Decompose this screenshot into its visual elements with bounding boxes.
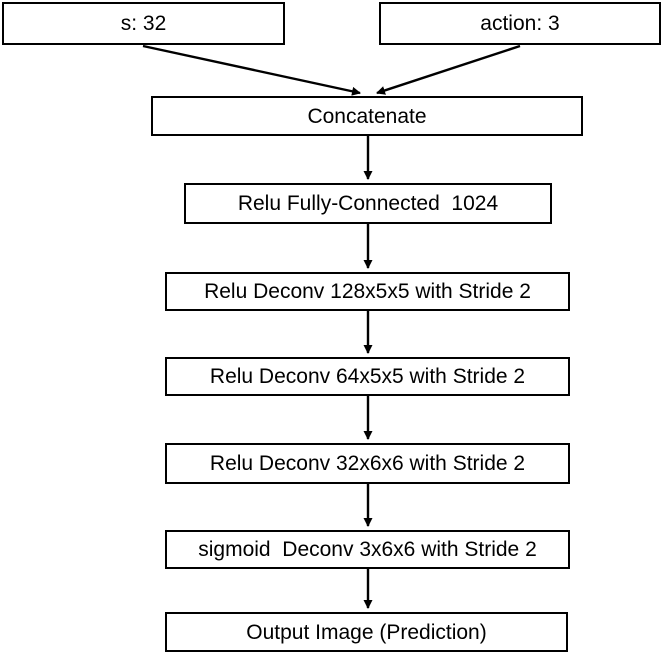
node-state-input: s: 32 xyxy=(2,2,285,45)
node-deconv-64: Relu Deconv 64x5x5 with Stride 2 xyxy=(165,357,570,396)
node-fully-connected: Relu Fully-Connected 1024 xyxy=(184,183,552,224)
edge-state-to-concat xyxy=(142,44,361,96)
node-output-image: Output Image (Prediction) xyxy=(165,612,568,652)
node-action-input-label: action: 3 xyxy=(480,12,560,35)
node-concatenate-label: Concatenate xyxy=(307,104,427,128)
node-deconv-3-sigmoid: sigmoid Deconv 3x6x6 with Stride 2 xyxy=(165,530,570,569)
node-action-input: action: 3 xyxy=(379,2,661,45)
node-deconv-64-label: Relu Deconv 64x5x5 with Stride 2 xyxy=(209,365,526,388)
node-concatenate: Concatenate xyxy=(151,96,583,136)
node-deconv-128-label: Relu Deconv 128x5x5 with Stride 2 xyxy=(204,280,531,303)
node-deconv-32-label: Relu Deconv 32x6x6 with Stride 2 xyxy=(209,452,526,475)
node-deconv-3-sigmoid-label: sigmoid Deconv 3x6x6 with Stride 2 xyxy=(198,538,537,561)
edge-action-to-concat xyxy=(376,44,521,95)
node-state-input-label: s: 32 xyxy=(120,12,167,35)
node-fully-connected-label: Relu Fully-Connected 1024 xyxy=(237,192,499,215)
node-deconv-128: Relu Deconv 128x5x5 with Stride 2 xyxy=(165,272,570,311)
node-deconv-32: Relu Deconv 32x6x6 with Stride 2 xyxy=(165,443,570,484)
node-output-image-label: Output Image (Prediction) xyxy=(246,620,487,644)
